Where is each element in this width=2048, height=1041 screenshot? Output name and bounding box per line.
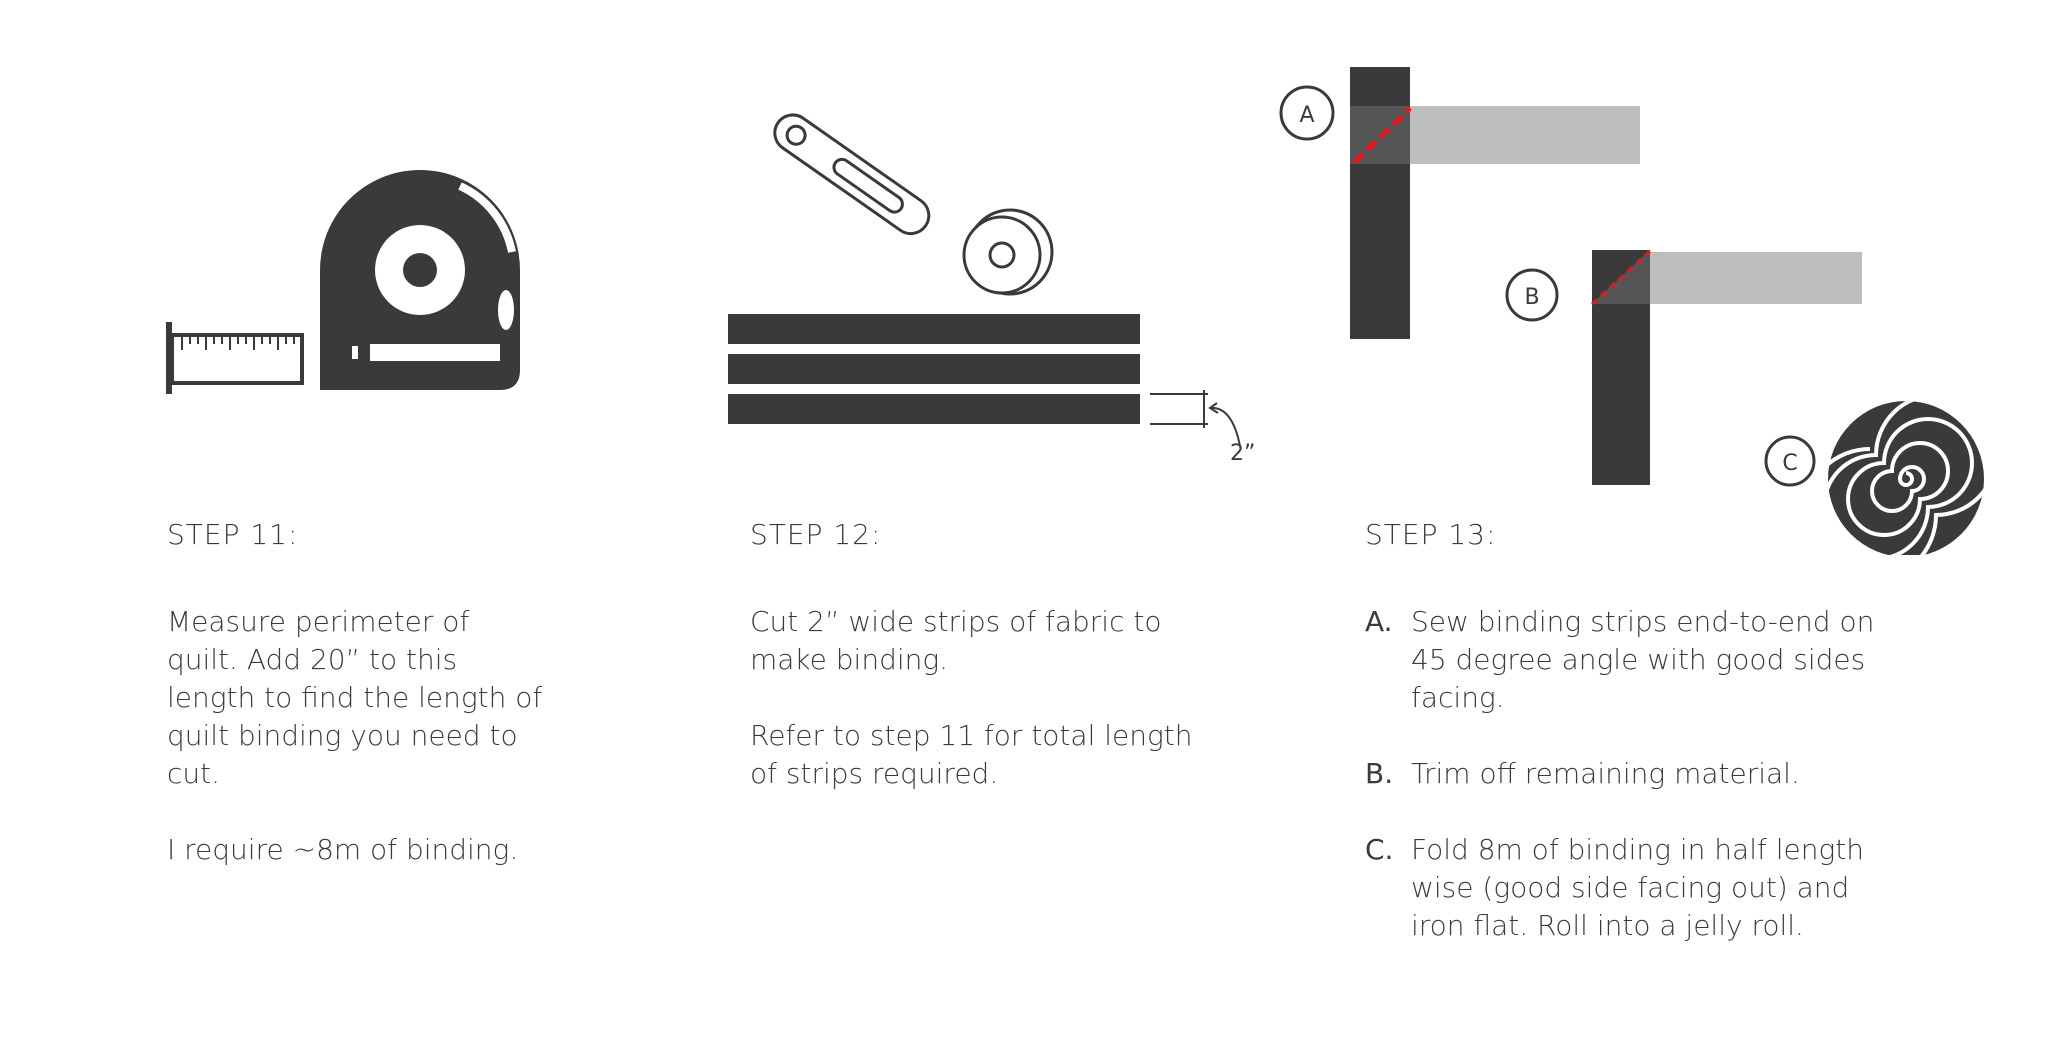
step-11-paragraph: I require ~8m of binding. [167,833,519,866]
step-11: STEP 11: Measure perimeter of quilt. Add… [167,518,547,907]
step-11-heading: STEP 11: [167,518,299,551]
step-12: STEP 12: Cut 2” wide strips of fabric to… [750,518,1210,831]
step-11-paragraph: Measure perimeter of quilt. Add 20” to t… [167,605,543,790]
svg-text:A: A [1299,103,1314,128]
svg-text:B: B [1524,285,1539,310]
step-13-heading: STEP 13: [1365,518,1497,551]
horizontal-strip-b [1650,252,1862,304]
marker-c [1764,435,1816,487]
list-letter: B. [1365,757,1394,790]
step-13-item-a: A. Sew binding strips end-to-end on 45 d… [1365,603,1885,717]
marker-b [1505,268,1559,322]
step-12-paragraph: Refer to step 11 for total length of str… [750,719,1193,790]
vertical-strip-b [1592,250,1650,485]
list-letter: A. [1365,605,1393,638]
step-12-heading: STEP 12: [750,518,882,551]
seam-line-b [1590,249,1652,306]
fabric-strip [728,354,1140,384]
marker-a [1279,85,1335,141]
fabric-strip [728,314,1140,344]
strip-width-label: 2” [1230,441,1255,466]
svg-text:C: C [1782,451,1797,476]
binding-join-diagram: A B C [1279,67,1990,555]
jelly-roll-icon [1802,393,1990,555]
tape-measure-icon [166,170,520,394]
list-letter: C. [1365,833,1394,866]
list-text: Fold 8m of binding in half length wise (… [1411,833,1865,942]
step-12-paragraph: Cut 2” wide strips of fabric to make bin… [750,605,1162,676]
step-13: STEP 13: A. Sew binding strips end-to-en… [1365,518,1885,983]
fabric-strip [728,394,1140,424]
list-text: Trim off remaining material. [1411,757,1800,790]
rotary-cutter-icon [773,113,1054,296]
step-13-item-b: B. Trim off remaining material. [1365,755,1885,793]
list-text: Sew binding strips end-to-end on 45 degr… [1411,605,1875,714]
seam-line-a [1352,106,1412,164]
rotary-cutter-and-strips: 2” [728,113,1255,466]
step-13-item-c: C. Fold 8m of binding in half length wis… [1365,831,1885,945]
